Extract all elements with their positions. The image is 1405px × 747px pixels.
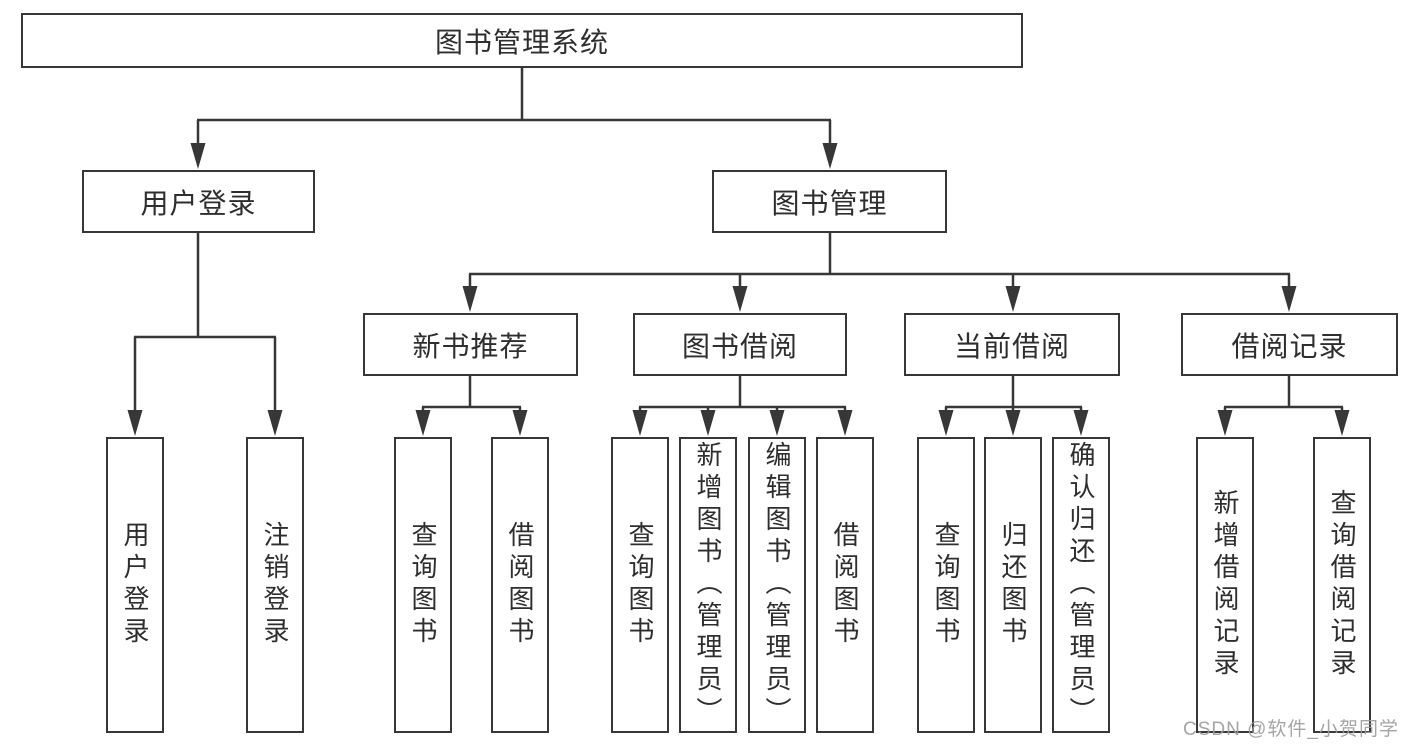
arrow-down-icon — [127, 410, 143, 436]
arrow-down-icon — [1281, 286, 1297, 312]
node-book-borrowing: 图书借阅 — [633, 313, 847, 376]
connector-book-management-to-children — [462, 233, 1297, 312]
connector-new-book-recommendation-to-children — [415, 376, 528, 436]
connector-current-borrowing-to-children — [938, 376, 1089, 436]
leaf-borrow-books-recommend: 借阅图书 — [491, 437, 549, 733]
leaf-query-borrowing-record: 查询借阅记录 — [1313, 437, 1371, 733]
arrow-down-icon — [632, 410, 648, 436]
arrow-down-icon — [700, 410, 716, 436]
node-current-borrowing: 当前借阅 — [904, 313, 1120, 376]
arrow-down-icon — [267, 410, 283, 436]
leaf-query-books-borrow: 查询图书 — [611, 437, 669, 733]
leaf-query-books-current: 查询图书 — [917, 437, 975, 733]
arrow-down-icon — [732, 286, 748, 312]
connector-borrowing-records-to-children — [1217, 376, 1350, 436]
connector-root-to-children — [190, 68, 838, 169]
arrow-down-icon — [769, 410, 785, 436]
arrow-down-icon — [938, 410, 954, 436]
arrow-down-icon — [837, 410, 853, 436]
arrow-down-icon — [822, 143, 838, 169]
arrow-down-icon — [1005, 286, 1021, 312]
leaf-confirm-return-admin: 确认归还（管理员） — [1052, 437, 1110, 733]
leaf-borrow-books-borrow: 借阅图书 — [816, 437, 874, 733]
arrow-down-icon — [415, 410, 431, 436]
arrow-down-icon — [1334, 410, 1350, 436]
arrow-down-icon — [462, 286, 478, 312]
leaf-query-books-recommend: 查询图书 — [394, 437, 452, 733]
leaf-user-login: 用户登录 — [106, 437, 164, 733]
connector-book-borrowing-to-children — [632, 376, 853, 436]
leaf-logout-login: 注销登录 — [246, 437, 304, 733]
arrow-down-icon — [1005, 410, 1021, 436]
node-book-management: 图书管理 — [712, 170, 947, 233]
csdn-watermark: CSDN @软件_小贺同学 — [1183, 719, 1399, 740]
leaf-edit-book-admin: 编辑图书（管理员） — [748, 437, 806, 733]
arrow-down-icon — [1073, 410, 1089, 436]
arrow-down-icon — [190, 143, 206, 169]
arrow-down-icon — [1217, 410, 1233, 436]
connector-user-login-to-children — [127, 233, 283, 436]
leaf-add-borrowing-record: 新增借阅记录 — [1196, 437, 1254, 733]
node-new-book-recommendation: 新书推荐 — [363, 313, 578, 376]
node-user-login: 用户登录 — [82, 170, 315, 233]
arrow-down-icon — [512, 410, 528, 436]
leaf-add-book-admin: 新增图书（管理员） — [679, 437, 737, 733]
node-borrowing-records: 借阅记录 — [1181, 313, 1398, 376]
node-library-system: 图书管理系统 — [21, 13, 1023, 68]
leaf-return-books: 归还图书 — [984, 437, 1042, 733]
